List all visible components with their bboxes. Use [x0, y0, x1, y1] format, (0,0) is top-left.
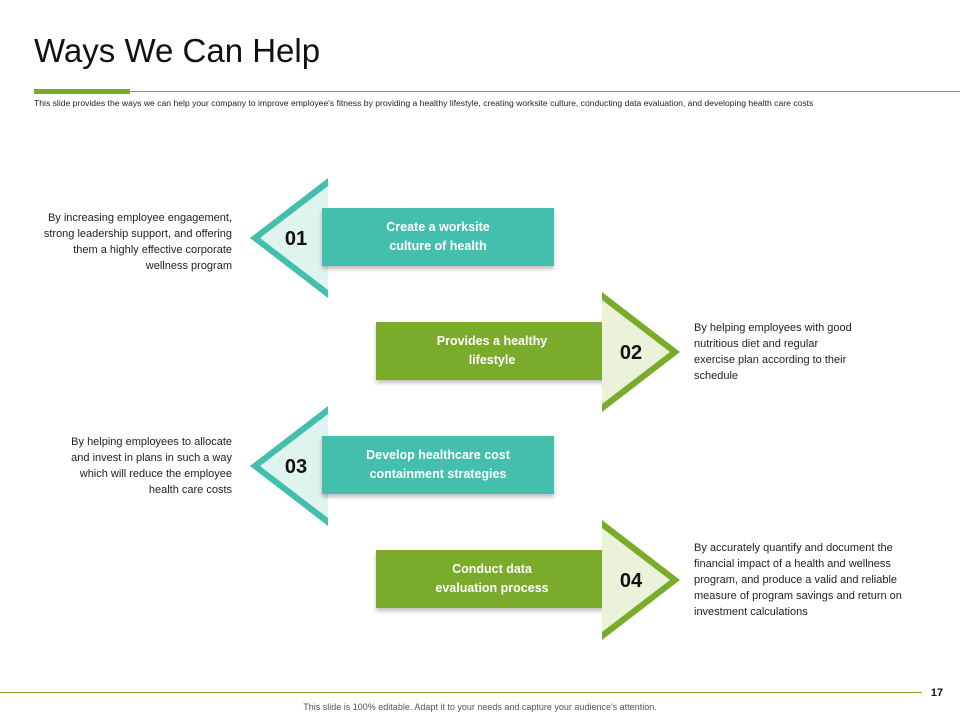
step-01-label-line1: Create a worksite [386, 220, 490, 234]
step-03-desc-line: By helping employees to allocate [71, 436, 232, 448]
step-02-description: By helping employees with good nutritiou… [694, 320, 934, 384]
step-04-desc-line: program, and produce a valid and reliabl… [694, 574, 898, 586]
step-01-number: 01 [284, 228, 308, 250]
slide-subtitle: This slide provides the ways we can help… [34, 98, 814, 108]
step-02-label-line1: Provides a healthy [436, 334, 548, 348]
page-number: 17 [930, 687, 944, 699]
step-03-desc-line: and invest in plans in such a way [71, 452, 232, 464]
footer-divider-line [0, 692, 922, 693]
step-01-label-box[interactable]: Create a worksite culture of health [322, 208, 554, 266]
step-02-desc-line: exercise plan according to their [694, 354, 847, 366]
step-03-desc-line: which will reduce the employee [79, 468, 232, 480]
step-03-number: 03 [284, 456, 308, 478]
step-01-desc-line: By increasing employee engagement, [47, 212, 232, 224]
step-02-arrowhead [602, 292, 680, 412]
step-03-label-box[interactable]: Develop healthcare cost containment stra… [322, 436, 554, 494]
step-01-desc-line: strong leadership support, and offering [43, 228, 232, 240]
step-01-arrowhead [250, 178, 328, 298]
step-03-label-line1: Develop healthcare cost [366, 448, 510, 462]
slide-title: Ways We Can Help [34, 32, 321, 69]
step-01-desc-line: wellness program [145, 260, 232, 272]
step-04-desc-line: By accurately quantify and document the [694, 542, 893, 554]
footer-note: This slide is 100% editable. Adapt it to… [303, 702, 657, 712]
step-04-arrowhead [602, 520, 680, 640]
step-03-arrowhead [250, 406, 328, 526]
step-04-number: 04 [619, 570, 643, 592]
step-03-description: By helping employees to allocate and inv… [10, 434, 232, 498]
step-02-desc-line: By helping employees with good [694, 322, 852, 334]
title-divider-line [130, 91, 960, 92]
step-01-label-line2: culture of health [389, 239, 487, 253]
step-01-desc-line: them a highly effective corporate [73, 244, 232, 256]
step-04-label-box[interactable]: Conduct data evaluation process [376, 550, 608, 608]
step-02-number: 02 [619, 342, 643, 364]
step-03-desc-line: health care costs [148, 484, 232, 496]
title-accent-bar [34, 89, 130, 94]
step-01-description: By increasing employee engagement, stron… [10, 210, 232, 274]
step-04-description: By accurately quantify and document the … [694, 540, 944, 620]
step-02-label-box[interactable]: Provides a healthy lifestyle [376, 322, 608, 380]
step-04-label-line1: Conduct data [452, 562, 532, 576]
step-03-label-line2: containment strategies [369, 467, 507, 481]
step-04-label-line2: evaluation process [435, 581, 549, 595]
step-04-desc-line: investment calculations [694, 606, 808, 618]
step-04-desc-line: measure of program savings and return on [694, 590, 902, 602]
step-02-desc-line: nutritious diet and regular [694, 338, 819, 350]
step-02-label-line2: lifestyle [468, 353, 516, 367]
step-04-desc-line: financial impact of a health and wellnes… [694, 558, 891, 570]
step-02-desc-line: schedule [694, 370, 739, 382]
